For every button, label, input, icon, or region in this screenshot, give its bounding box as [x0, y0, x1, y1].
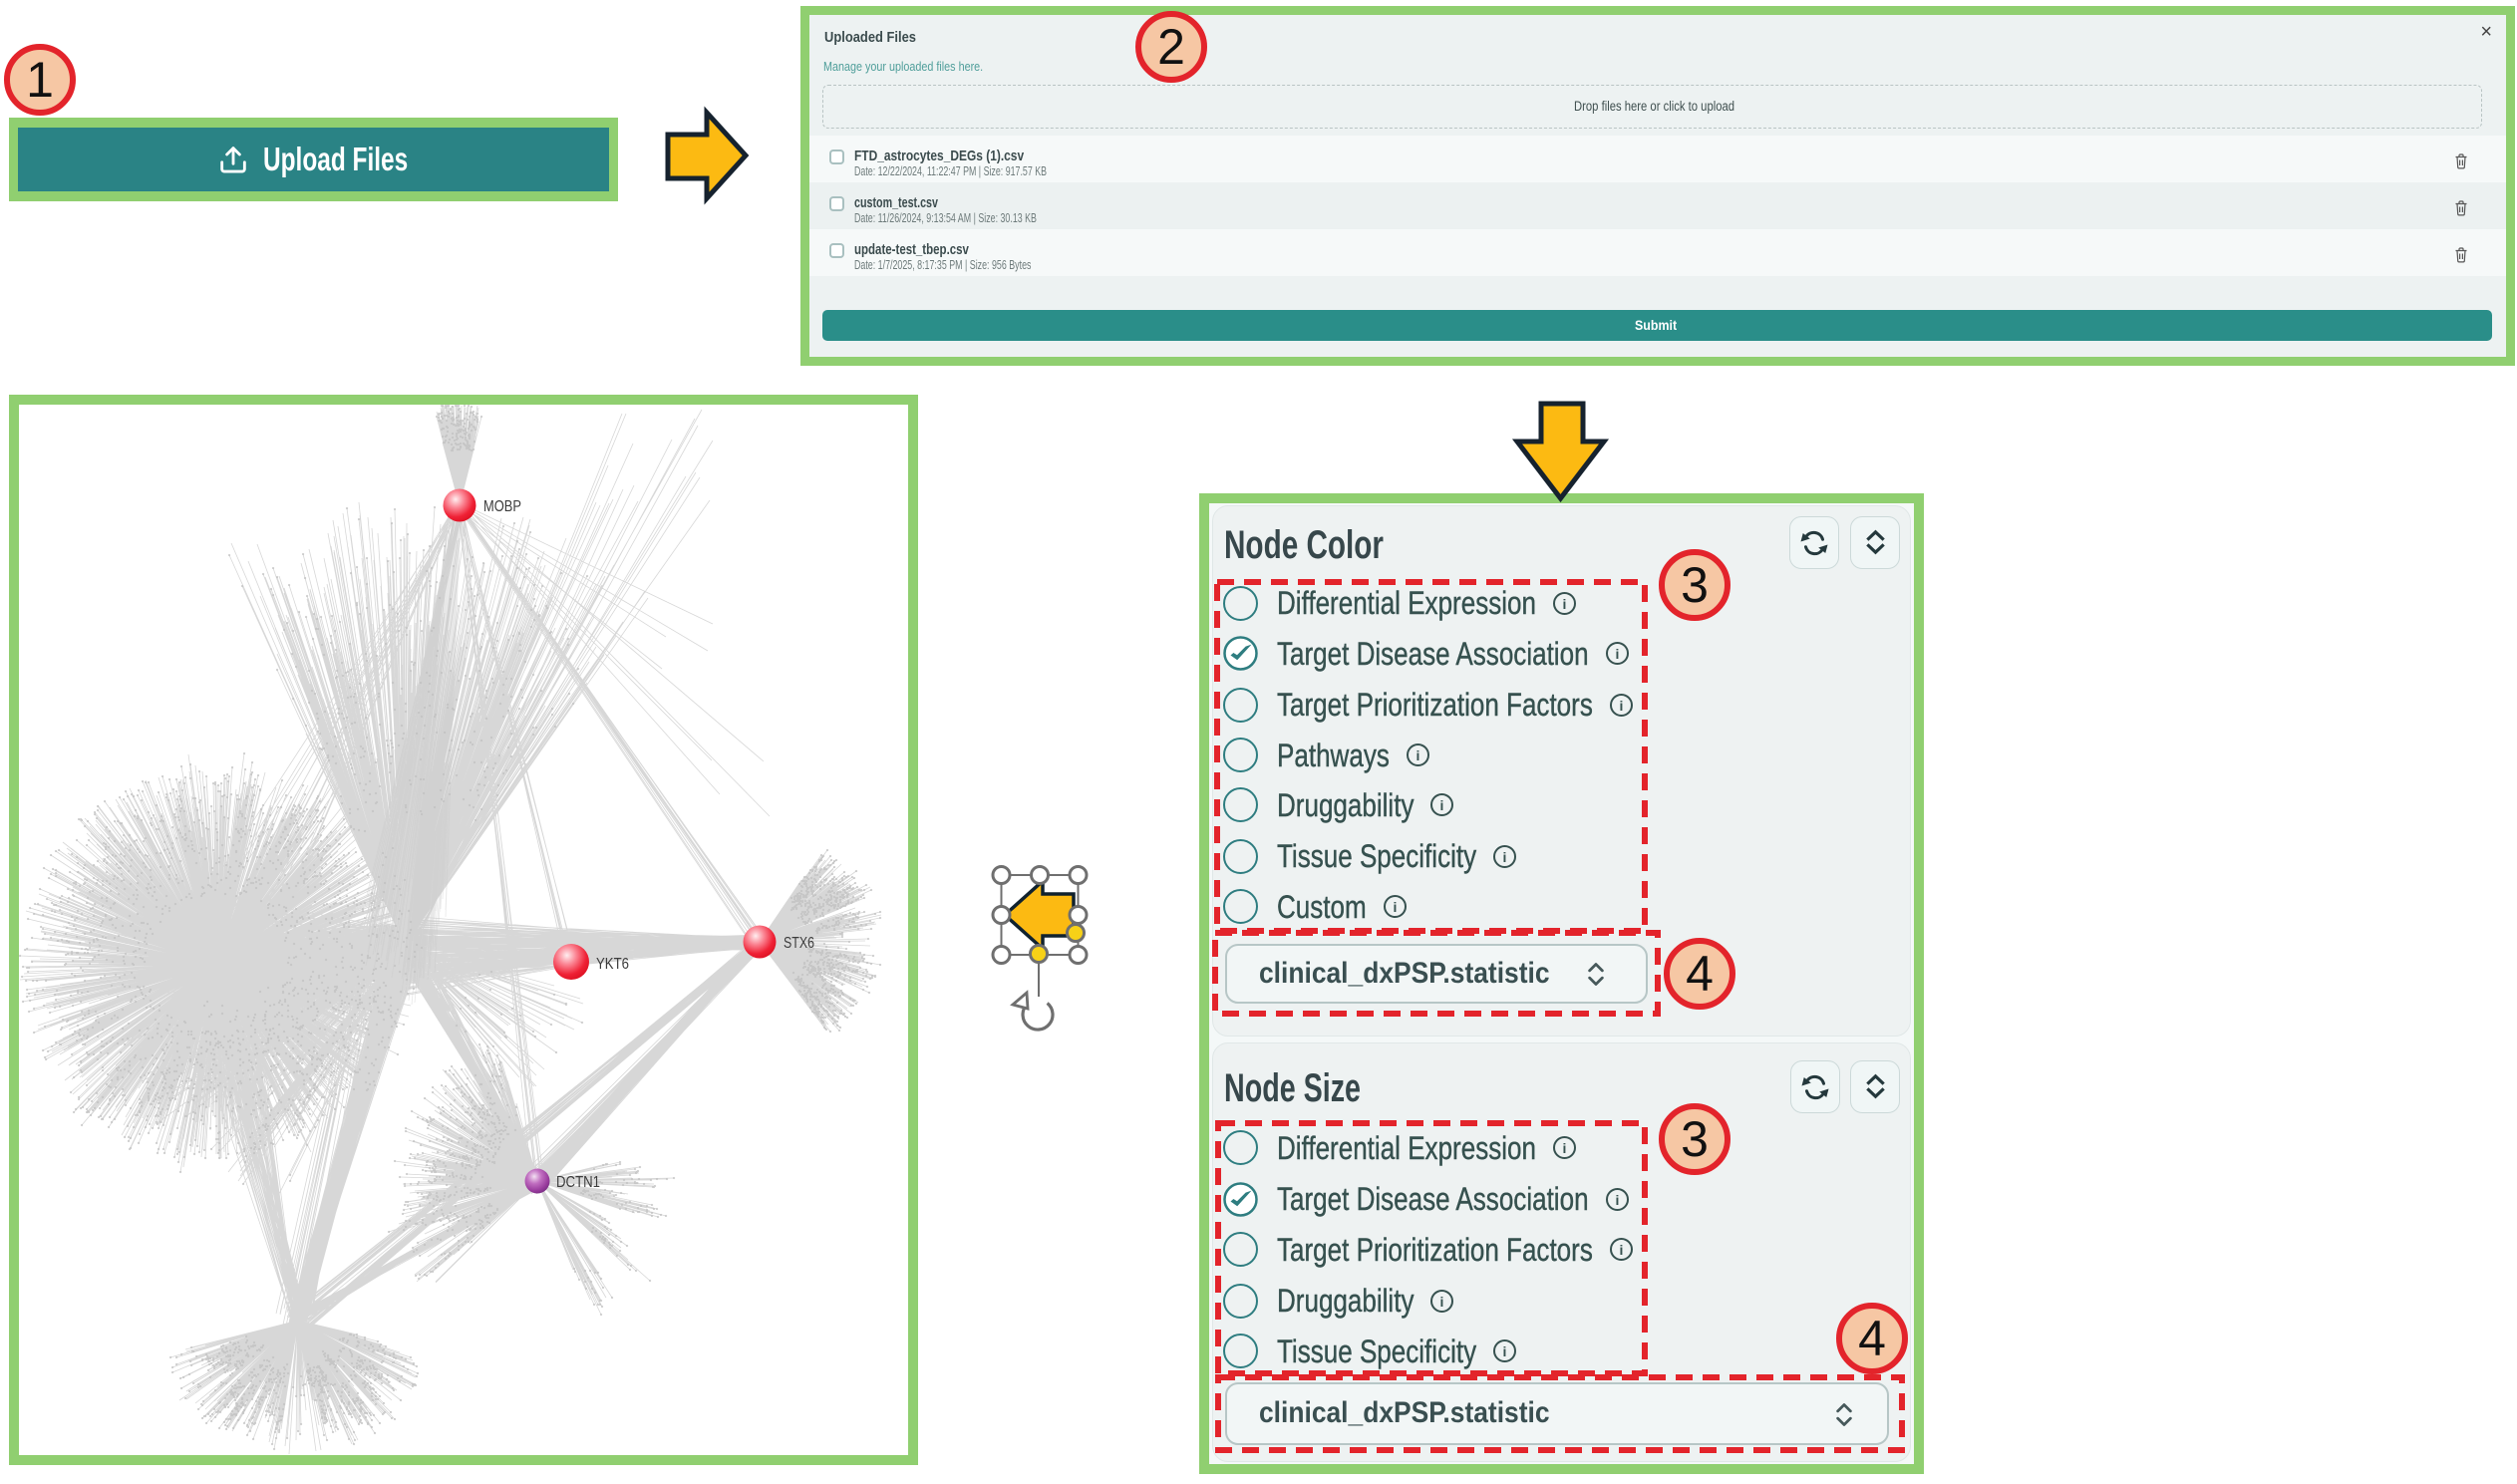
svg-text:STX6: STX6: [784, 935, 814, 952]
svg-text:MOBP: MOBP: [483, 498, 521, 515]
svg-text:YKT6: YKT6: [596, 956, 629, 973]
svg-text:DCTN1: DCTN1: [556, 1174, 600, 1191]
